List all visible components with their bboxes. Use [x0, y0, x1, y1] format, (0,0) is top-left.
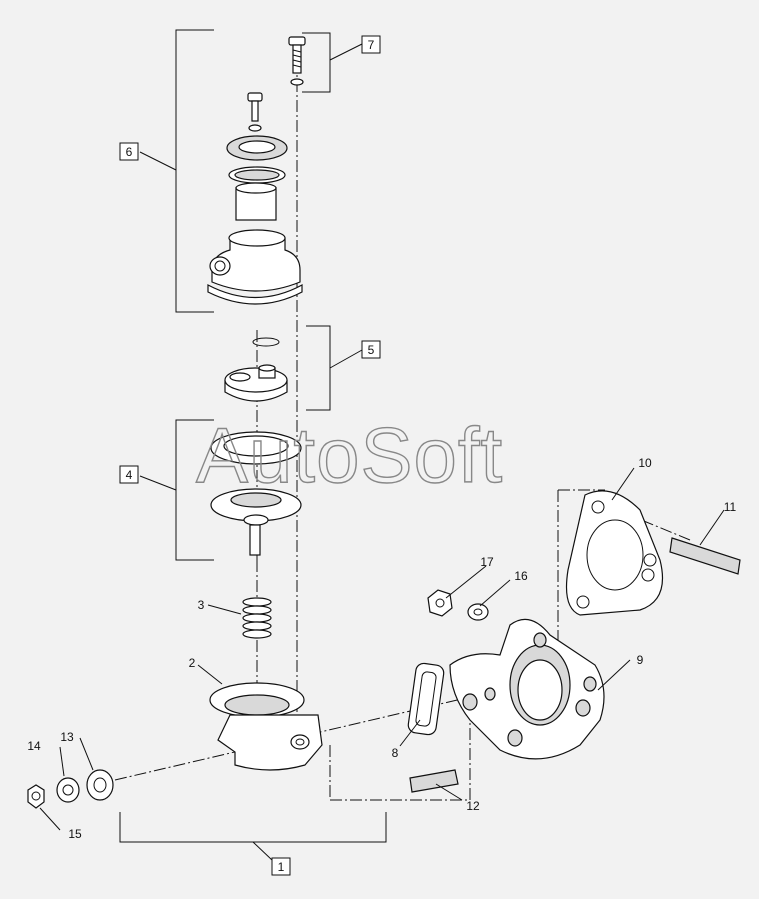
callout-3-label: 3 [198, 598, 205, 612]
diaphragm-part-4 [210, 431, 302, 556]
callout-6: 6 [119, 142, 139, 161]
callout-4: 4 [119, 465, 139, 484]
callout-2-label: 2 [189, 656, 196, 670]
screw-part-7 [288, 36, 306, 86]
spring-part-3 [242, 597, 272, 639]
callout-1: 1 [271, 857, 291, 876]
studs-11-12 [409, 537, 741, 793]
callout-14-label: 14 [27, 739, 41, 753]
upper-housing-part-6 [207, 92, 303, 305]
callout-4-label: 4 [126, 468, 133, 482]
fasteners-16-17 [427, 589, 489, 621]
callout-12-label: 12 [466, 799, 480, 813]
callout-15-label: 15 [68, 827, 82, 841]
callout-13-label: 13 [60, 730, 74, 744]
callout-11-label: 11 [724, 500, 737, 514]
callout-7: 7 [361, 35, 381, 54]
leader-lines [39, 43, 725, 861]
callout-9-label: 9 [637, 653, 644, 667]
valve-part-5 [224, 337, 288, 402]
callout-10-label: 10 [638, 456, 652, 470]
callout-17-label: 17 [480, 555, 494, 569]
callout-5: 5 [361, 340, 381, 359]
lower-body-part-2 [209, 682, 323, 771]
callout-5-label: 5 [368, 343, 375, 357]
callout-7-label: 7 [368, 38, 375, 52]
callout-1-label: 1 [278, 860, 285, 874]
callout-6-label: 6 [126, 145, 133, 159]
watermark: AutoSoft [196, 411, 503, 499]
plate-part-10 [565, 490, 664, 616]
gasket-part-8 [407, 662, 445, 736]
flange-part-9 [449, 618, 605, 760]
callout-8-label: 8 [392, 746, 399, 760]
callout-16-label: 16 [514, 569, 528, 583]
fasteners-13-14-15 [27, 769, 114, 809]
